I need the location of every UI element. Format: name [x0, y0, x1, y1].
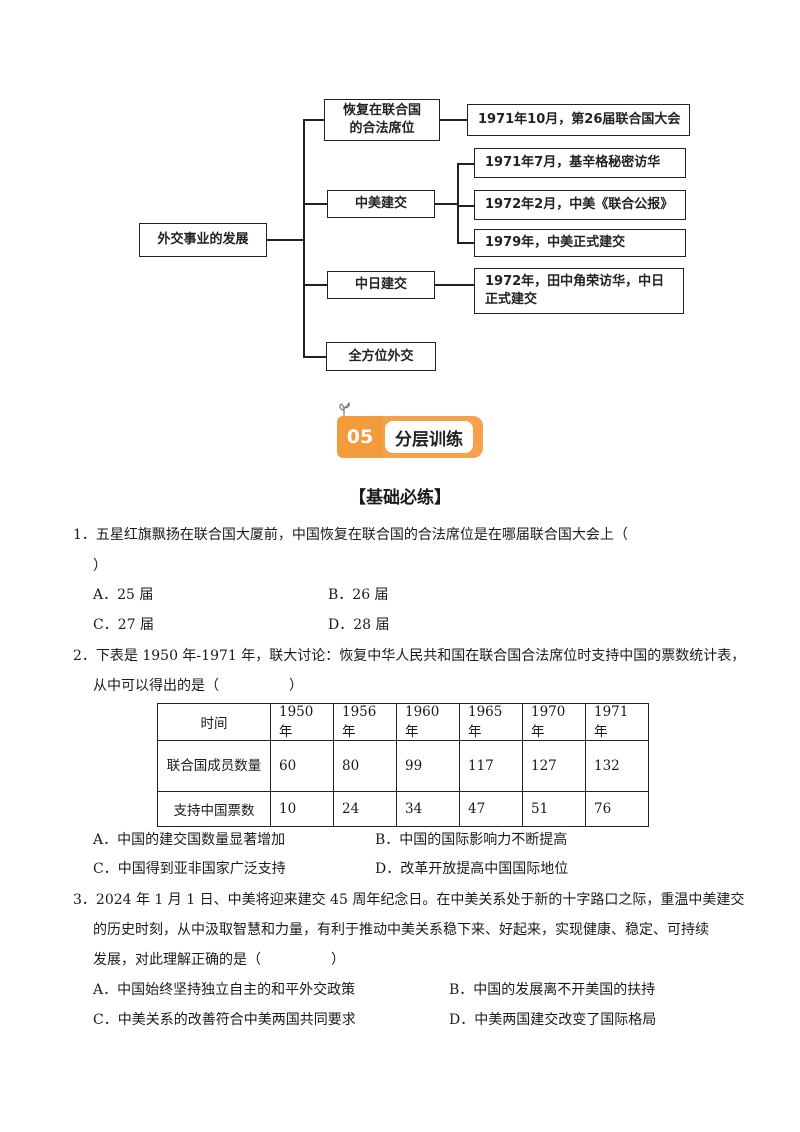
table-cell: 支持中国票数	[157, 791, 271, 827]
connector-line	[440, 119, 467, 121]
table-row: 支持中国票数 10 24 34 47 51 76	[157, 791, 649, 827]
question-1-stem: 1．五星红旗飘扬在联合国大厦前，中国恢复在联合国的合法席位是在哪届联合国大会上（	[73, 527, 628, 543]
option-c: C．中国得到亚非国家广泛支持	[93, 861, 286, 877]
badge-title-background: 分层训练	[379, 416, 483, 458]
option-c: C．中美关系的改善符合中美两国共同要求	[93, 1012, 356, 1028]
branch-node-china-japan: 中日建交	[327, 271, 435, 299]
table-cell: 34	[396, 791, 460, 827]
table-header-cell: 1956 年	[333, 703, 397, 741]
table-row: 联合国成员数量 60 80 99 117 127 132	[157, 740, 649, 792]
table-header-cell: 1970 年	[522, 703, 586, 741]
detail-node: 1972年2月，中美《联合公报》	[474, 190, 686, 220]
detail-node: 1971年10月，第26届联合国大会	[467, 104, 690, 136]
connector-line	[303, 119, 325, 121]
mind-map-diagram: 外交事业的发展 恢复在联合国的合法席位 1971年10月，第26届联合国大会 中…	[0, 0, 800, 390]
question-2-stem-cont: 从中可以得出的是（ ）	[93, 678, 303, 694]
question-3-stem-cont: 发展，对此理解正确的是（ ）	[93, 952, 345, 968]
connector-line	[303, 356, 327, 358]
diagram-root-node: 外交事业的发展	[139, 223, 267, 257]
detail-node: 1971年7月，基辛格秘密访华	[474, 148, 686, 178]
connector-line	[435, 203, 458, 205]
connector-line	[267, 239, 304, 241]
table-header-cell: 1960 年	[396, 703, 460, 741]
section-badge: 分层训练 05	[337, 401, 487, 458]
connector-line	[457, 163, 459, 243]
badge-number: 05	[337, 416, 383, 458]
table-header-cell: 1965 年	[459, 703, 523, 741]
table-cell: 76	[585, 791, 649, 827]
table-cell: 60	[270, 740, 334, 792]
connector-line	[303, 119, 305, 357]
option-a: A．中国始终坚持独立自主的和平外交政策	[93, 982, 356, 998]
option-d: D．中美两国建交改变了国际格局	[449, 1012, 657, 1028]
table-header-cell: 1950 年	[270, 703, 334, 741]
question-3-stem: 3．2024 年 1 月 1 日、中美将迎来建交 45 周年纪念日。在中美关系处…	[73, 892, 745, 908]
table-cell: 47	[459, 791, 523, 827]
table-cell: 132	[585, 740, 649, 792]
connector-line	[457, 163, 474, 165]
option-d: D．28 届	[328, 617, 390, 633]
table-cell: 51	[522, 791, 586, 827]
detail-node: 1979年，中美正式建交	[474, 229, 686, 257]
option-b: B．26 届	[328, 587, 389, 603]
table-cell: 联合国成员数量	[157, 740, 271, 792]
table-cell: 127	[522, 740, 586, 792]
table-cell: 117	[459, 740, 523, 792]
option-d: D．改革开放提高中国国际地位	[375, 861, 569, 877]
badge-title: 分层训练	[385, 421, 473, 453]
connector-line	[457, 242, 474, 244]
table-header-cell: 时间	[157, 703, 271, 741]
table-cell: 99	[396, 740, 460, 792]
detail-node: 1972年，田中角荣访华，中日正式建交	[474, 268, 684, 314]
branch-node-china-us: 中美建交	[327, 190, 435, 218]
table-cell: 80	[333, 740, 397, 792]
connector-line	[303, 284, 327, 286]
option-a: A．25 届	[93, 587, 154, 603]
option-c: C．27 届	[93, 617, 154, 633]
connector-line	[457, 205, 474, 207]
table-cell: 24	[333, 791, 397, 827]
vote-statistics-table: 时间 1950 年 1956 年 1960 年 1965 年 1970 年 19…	[157, 703, 649, 827]
option-b: B．中国的发展离不开美国的扶持	[449, 982, 656, 998]
option-a: A．中国的建交国数量显著增加	[93, 832, 286, 848]
connector-line	[435, 284, 474, 286]
question-1-stem-cont: ）	[93, 558, 107, 574]
table-header-cell: 1971 年	[585, 703, 649, 741]
connector-line	[303, 203, 327, 205]
branch-node-un-seat: 恢复在联合国的合法席位	[324, 99, 440, 141]
section-title: 【基础必练】	[349, 488, 451, 508]
branch-node-omnidirectional: 全方位外交	[326, 342, 436, 371]
question-3-stem-cont: 的历史时刻，从中汲取智慧和力量，有利于推动中美关系稳下来、好起来，实现健康、稳定…	[93, 922, 709, 938]
option-b: B．中国的国际影响力不断提高	[375, 832, 568, 848]
table-cell: 10	[270, 791, 334, 827]
question-2-stem: 2．下表是 1950 年-1971 年，联大讨论：恢复中华人民共和国在联合国合法…	[73, 648, 746, 664]
